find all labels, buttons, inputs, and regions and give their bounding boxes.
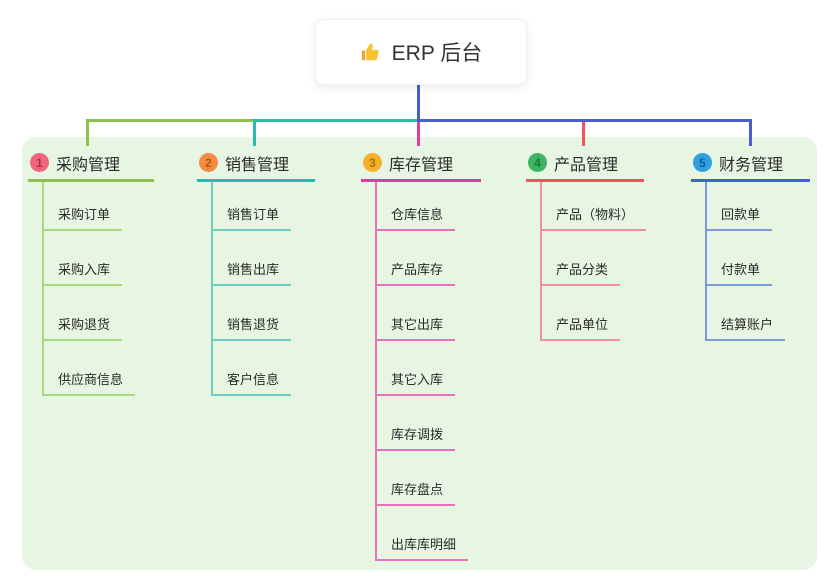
connector-drop-inventory — [417, 122, 420, 146]
connector-drop-procurement — [86, 119, 89, 146]
branch-badge-3: 3 — [363, 153, 382, 172]
child-node[interactable]: 销售退货 — [211, 313, 292, 341]
branch-sales: 2 销售管理 销售订单 销售出库 销售退货 客户信息 — [197, 146, 315, 396]
branch-spine-inventory — [375, 182, 377, 560]
branch-inventory: 3 库存管理 仓库信息 产品库存 其它出库 其它入库 库存调拨 库存盘点 出库库… — [361, 146, 481, 561]
branch-finance: 5 财务管理 回款单 付款单 结算账户 — [691, 146, 810, 341]
branch-header-product[interactable]: 4 产品管理 — [526, 146, 644, 182]
branch-title-inventory: 库存管理 — [389, 156, 454, 174]
child-node[interactable]: 结算账户 — [705, 313, 786, 341]
child-node[interactable]: 供应商信息 — [42, 368, 136, 396]
child-node[interactable]: 产品库存 — [375, 258, 456, 286]
child-node[interactable]: 付款单 — [705, 258, 773, 286]
branches-panel — [22, 137, 817, 570]
child-node[interactable]: 销售订单 — [211, 203, 292, 231]
branch-title-finance: 财务管理 — [719, 156, 784, 174]
root-label: ERP 后台 — [391, 42, 483, 65]
child-node[interactable]: 库存调拨 — [375, 423, 456, 451]
connector-trunk-blue — [417, 119, 752, 122]
child-node[interactable]: 产品（物料） — [540, 203, 647, 231]
child-node[interactable]: 仓库信息 — [375, 203, 456, 231]
child-node[interactable]: 产品单位 — [540, 313, 621, 341]
branch-spine-finance — [705, 182, 707, 341]
branch-spine-product — [540, 182, 542, 341]
branch-badge-1: 1 — [30, 153, 49, 172]
branch-badge-4: 4 — [528, 153, 547, 172]
connector-root-trunk — [417, 83, 420, 122]
branch-spine-sales — [211, 182, 213, 395]
connector-trunk-green — [86, 119, 253, 122]
branch-badge-5: 5 — [693, 153, 712, 172]
child-node[interactable]: 采购入库 — [42, 258, 123, 286]
connector-drop-sales — [253, 122, 256, 146]
branch-title-product: 产品管理 — [554, 156, 619, 174]
child-node[interactable]: 销售出库 — [211, 258, 292, 286]
child-node[interactable]: 采购退货 — [42, 313, 123, 341]
child-node[interactable]: 采购订单 — [42, 203, 123, 231]
branch-header-sales[interactable]: 2 销售管理 — [197, 146, 315, 182]
branch-header-finance[interactable]: 5 财务管理 — [691, 146, 810, 182]
child-node[interactable]: 回款单 — [705, 203, 773, 231]
child-node[interactable]: 产品分类 — [540, 258, 621, 286]
connector-drop-product — [582, 122, 585, 146]
child-node[interactable]: 其它出库 — [375, 313, 456, 341]
branch-header-procurement[interactable]: 1 采购管理 — [28, 146, 154, 182]
connector-drop-finance — [749, 119, 752, 146]
branch-header-inventory[interactable]: 3 库存管理 — [361, 146, 481, 182]
connector-trunk-teal — [253, 119, 417, 122]
root-node[interactable]: ERP 后台 — [315, 19, 527, 85]
branch-spine-procurement — [42, 182, 44, 395]
thumbs-up-icon — [361, 43, 379, 61]
child-node[interactable]: 客户信息 — [211, 368, 292, 396]
branch-procurement: 1 采购管理 采购订单 采购入库 采购退货 供应商信息 — [28, 146, 154, 396]
child-node[interactable]: 出库库明细 — [375, 533, 469, 561]
branch-product: 4 产品管理 产品（物料） 产品分类 产品单位 — [526, 146, 647, 341]
branch-title-sales: 销售管理 — [225, 156, 290, 174]
child-node[interactable]: 其它入库 — [375, 368, 456, 396]
child-node[interactable]: 库存盘点 — [375, 478, 456, 506]
branch-title-procurement: 采购管理 — [56, 156, 121, 174]
branch-badge-2: 2 — [199, 153, 218, 172]
